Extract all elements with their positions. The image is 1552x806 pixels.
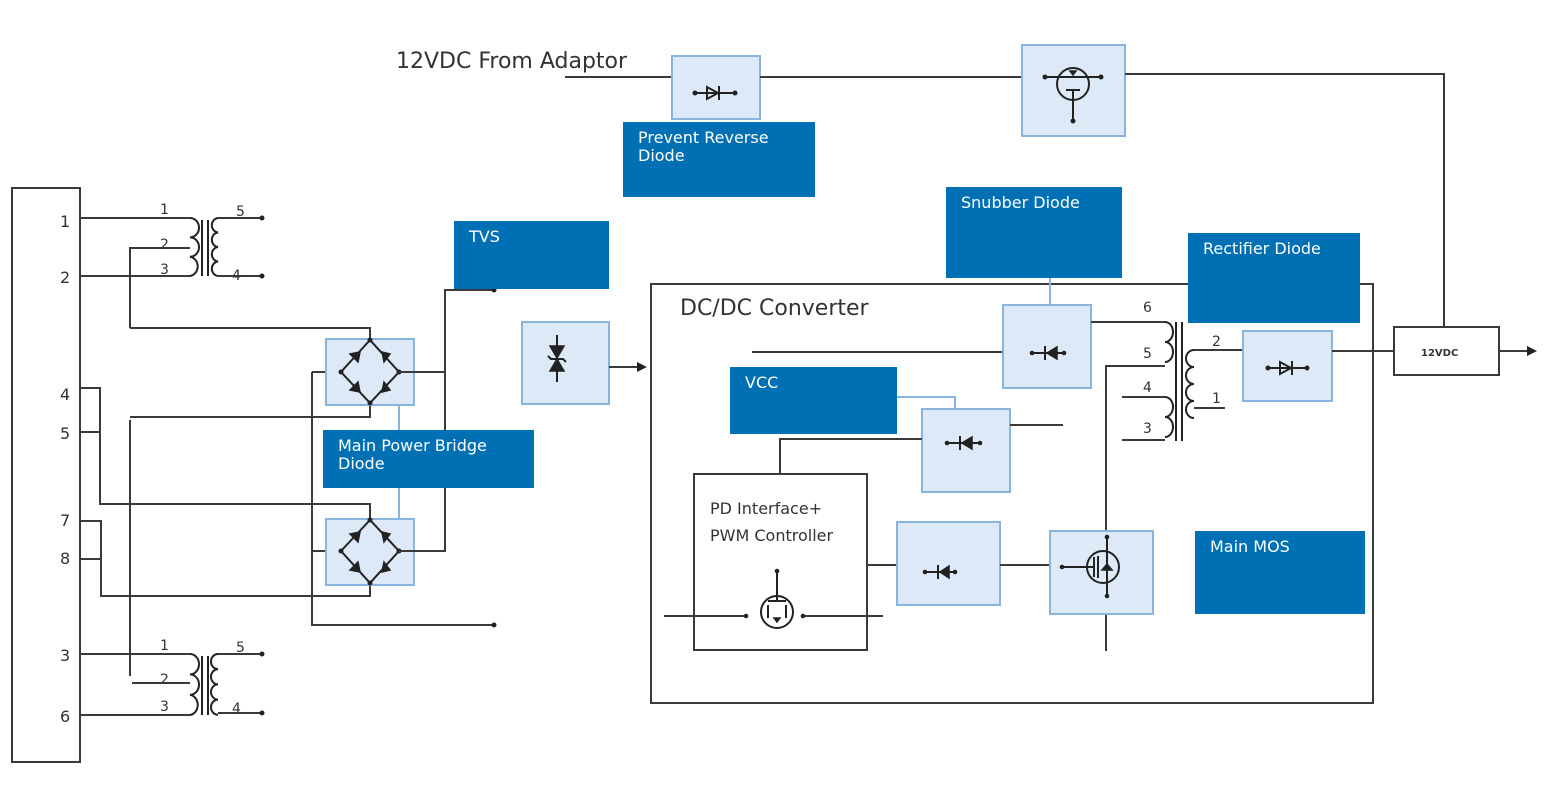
svg-text:5: 5 <box>236 640 245 656</box>
diode-icon <box>1265 360 1310 376</box>
svg-text:3: 3 <box>160 699 169 715</box>
svg-text:4: 4 <box>232 268 241 284</box>
isolation-transformer-bottom: 1 2 3 5 4 <box>80 420 265 717</box>
mosfet-icon <box>1059 534 1120 599</box>
pwm-controller-block: PD Interface+ PWM Controller <box>664 473 883 651</box>
diode-icon <box>922 564 958 580</box>
adaptor-input-label: 12VDC From Adaptor <box>396 49 628 74</box>
svg-text:6: 6 <box>60 707 70 726</box>
connector-pin-labels: 1 2 4 5 7 8 3 6 <box>60 212 70 726</box>
callout-snubber-diode: Snubber Diode <box>946 187 1122 278</box>
svg-text:4: 4 <box>232 701 241 717</box>
svg-text:2: 2 <box>1212 334 1221 350</box>
diode-icon <box>1029 345 1067 361</box>
vcc-diode-component[interactable] <box>921 408 1011 493</box>
callout-vcc: VCC <box>730 367 897 434</box>
controller-label-line1: PD Interface+ <box>710 499 822 518</box>
svg-text:2: 2 <box>60 268 70 287</box>
svg-text:4: 4 <box>60 385 70 404</box>
mosfet-icon <box>664 568 883 629</box>
prevent-reverse-diode-component[interactable] <box>671 55 761 120</box>
svg-text:5: 5 <box>60 424 70 443</box>
svg-text:7: 7 <box>60 511 70 530</box>
dcdc-converter-title: DC/DC Converter <box>680 296 870 321</box>
rj45-connector <box>11 187 81 763</box>
bridge-rectifier-bottom[interactable] <box>325 517 415 586</box>
output-12vdc-block: 12VDC <box>1393 326 1500 376</box>
output-label: 12VDC <box>1421 348 1458 359</box>
svg-text:1: 1 <box>60 212 70 231</box>
svg-text:5: 5 <box>236 204 245 220</box>
svg-text:1: 1 <box>160 202 169 218</box>
svg-text:4: 4 <box>1143 380 1152 396</box>
svg-text:1: 1 <box>1212 391 1221 407</box>
callout-prevent-reverse-diode: Prevent Reverse Diode <box>623 122 815 197</box>
bridge-diode-icon <box>338 337 402 406</box>
tvs-diode-icon <box>547 335 567 382</box>
svg-text:6: 6 <box>1143 300 1152 316</box>
snubber-diode-component[interactable] <box>1002 304 1092 389</box>
load-switch-mosfet-component[interactable] <box>1021 44 1126 137</box>
isolation-transformer-top: 1 2 3 5 4 <box>80 202 265 328</box>
callout-tvs: TVS <box>454 221 609 289</box>
svg-text:3: 3 <box>60 646 70 665</box>
svg-text:8: 8 <box>60 549 70 568</box>
main-mos-component[interactable] <box>1049 530 1154 615</box>
callout-main-mos: Main MOS <box>1195 531 1365 614</box>
svg-text:3: 3 <box>1143 421 1152 437</box>
tvs-component[interactable] <box>521 321 610 405</box>
adaptor-to-output-wire <box>1125 73 1445 327</box>
svg-text:2: 2 <box>160 237 169 253</box>
mosfet-icon <box>1042 67 1104 124</box>
controller-label-line2: PWM Controller <box>710 526 833 545</box>
diode-icon <box>692 85 738 101</box>
svg-text:2: 2 <box>160 672 169 688</box>
callout-rectifier-diode: Rectifier Diode <box>1188 233 1360 323</box>
svg-text:5: 5 <box>1143 346 1152 362</box>
callout-main-power-bridge-diode: Main Power Bridge Diode <box>323 430 534 488</box>
svg-text:3: 3 <box>160 262 169 278</box>
svg-text:1: 1 <box>160 638 169 654</box>
rectifier-diode-component[interactable] <box>1242 330 1333 402</box>
bridge-positive-rail <box>399 289 494 552</box>
gate-diode-component[interactable] <box>896 521 1001 606</box>
bridge-diode-icon <box>338 517 402 586</box>
spare-pair-wiring <box>80 327 497 628</box>
diode-icon <box>944 435 983 451</box>
